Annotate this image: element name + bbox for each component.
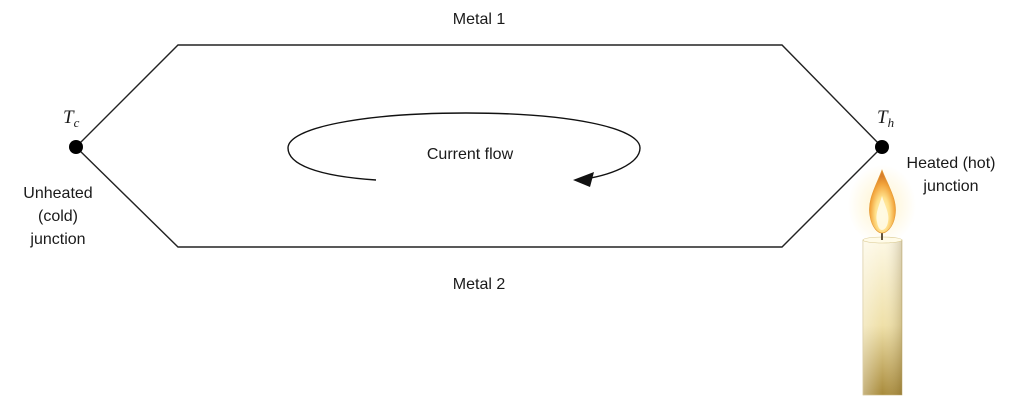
hot-junction-label-1: Heated (hot): [907, 155, 996, 172]
metal-2-wire: [75, 146, 883, 248]
cold-junction: [69, 140, 83, 154]
cold-temperature-symbol: Tc: [63, 107, 80, 130]
hot-temperature-subscript: h: [888, 115, 895, 130]
candle-icon: [848, 165, 916, 396]
hot-junction-label-2: junction: [922, 178, 978, 195]
hot-junction: [875, 140, 889, 154]
cold-junction-label-3: junction: [29, 231, 85, 248]
cold-temperature-T: T: [63, 107, 75, 128]
cold-temperature-subscript: c: [74, 115, 80, 130]
cold-junction-label-1: Unheated: [23, 185, 92, 202]
cold-junction-label-2: (cold): [38, 208, 78, 225]
metal-1-label: Metal 1: [453, 11, 506, 28]
current-flow-label: Current flow: [427, 146, 514, 163]
hot-temperature-T: T: [877, 107, 889, 128]
circular-arrow-icon: [287, 112, 641, 187]
metal-1-wire: [75, 44, 883, 148]
metal-2-label: Metal 2: [453, 276, 506, 293]
hot-temperature-symbol: Th: [877, 107, 894, 130]
